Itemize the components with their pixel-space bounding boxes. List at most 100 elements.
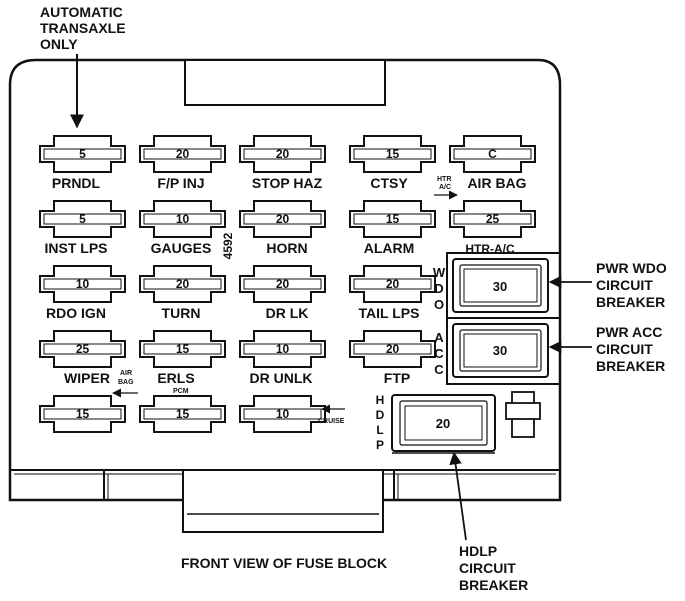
fuse-body [349,200,436,238]
fuse-label: GAUGES [151,240,212,256]
fuse-21: 10 [239,395,326,433]
fuse-label: WIPER [64,370,110,386]
fuse-body [39,135,126,173]
fuse-rating: 20 [176,277,190,291]
fuse-body [139,265,226,303]
pwr-acc-breaker: 30 [452,323,549,378]
fuse-label: AIR BAG [467,175,526,191]
fuse-label: HORN [266,240,307,256]
fuse-body [139,135,226,173]
pwr-wdo-breaker: 30 [452,258,549,313]
transaxle-callout: AUTOMATIC TRANSAXLE ONLY [40,4,126,129]
fuse-body [239,200,326,238]
fuse-rating: 15 [76,407,90,421]
fuse-label: ALARM [364,240,415,256]
fuse-rating: 20 [386,342,400,356]
fuse-body [39,200,126,238]
hdlp-callout-line1: HDLP [459,543,497,559]
cruise-small-label: CRUISE [318,418,345,425]
small-annotations: HTR A/C AIR BAG PCM CRUISE [112,176,458,425]
pwr-acc-callout-line1: PWR ACC [596,324,662,340]
htr-ac-small-label-2: A/C [439,184,451,191]
fuse-rating: 5 [79,147,86,161]
hdlp-letter-l: L [376,423,383,437]
hdlp-breaker-rating: 20 [436,416,450,431]
wdo-letter-w: W [433,265,446,280]
hdlp-letter-d: D [376,408,385,422]
hdlp-callout: HDLP CIRCUIT BREAKER [449,451,528,593]
fuse-label: FTP [384,370,410,386]
fuse-rating: 20 [176,147,190,161]
pcm-small-label: PCM [173,388,189,395]
bottom-tab [182,469,384,533]
pwr-wdo-callout-line1: PWR WDO [596,260,667,276]
fuse-rating: 20 [276,212,290,226]
fuse-block-housing [8,58,562,533]
wdo-letter-d: D [434,281,443,296]
fuse-body [349,265,436,303]
fuse-rating: 20 [276,147,290,161]
fuse-rating: 20 [276,277,290,291]
part-number: 4592 [221,232,235,259]
fuse-body [39,330,126,368]
fuse-label: DR LK [266,305,309,321]
fuse-body [239,395,326,433]
fuse-rating: 15 [176,342,190,356]
fuse-rating: 10 [76,277,90,291]
fuse-rating: 5 [79,212,86,226]
diagram-caption: FRONT VIEW OF FUSE BLOCK [181,555,387,571]
fuse-body [449,135,536,173]
fuse-body [239,330,326,368]
fuse-2: 20F/P INJ [139,135,226,191]
fuse-rating: 10 [176,212,190,226]
fuse-body [449,200,536,238]
transaxle-callout-line2: TRANSAXLE [40,20,126,36]
air-bag-small-label-2: BAG [118,379,134,386]
hdlp-letter-p: P [376,438,384,452]
pwr-acc-callout-line2: CIRCUIT [596,341,653,357]
fuse-13: 20 DR LK [239,265,326,321]
fuse-body [139,395,226,433]
fuse-label: TURN [162,305,201,321]
wdo-letter-o: O [434,297,444,312]
fuse-rating: 20 [386,277,400,291]
fuse-rating: 15 [176,407,190,421]
fuse-label: RDO IGN [46,305,106,321]
hdlp-letter-h: H [376,393,385,407]
pwr-wdo-breaker-rating: 30 [493,279,507,294]
fuse-body [349,330,436,368]
fuse-label: TAIL LPS [359,305,420,321]
hdlp-callout-line2: CIRCUIT [459,560,516,576]
pwr-wdo-callout: PWR WDO CIRCUIT BREAKER [548,260,667,310]
fuse-body [39,395,126,433]
pwr-acc-callout: PWR ACC CIRCUIT BREAKER [548,324,665,374]
fuse-label: STOP HAZ [252,175,323,191]
breaker-panel: 30 W D O 30 A C C 20 H D L P [376,252,561,454]
fuse-rating: C [488,147,497,161]
fuse-5: C AIR BAG [449,135,536,191]
pwr-wdo-callout-line3: BREAKER [596,294,665,310]
fuse-body [239,265,326,303]
fuse-rating: 15 [386,147,400,161]
pwr-acc-callout-line3: BREAKER [596,358,665,374]
small-relay-connector [505,391,541,438]
fuse-label: CTSY [370,175,408,191]
fuse-body [139,330,226,368]
air-bag-small-label-1: AIR [120,370,132,377]
